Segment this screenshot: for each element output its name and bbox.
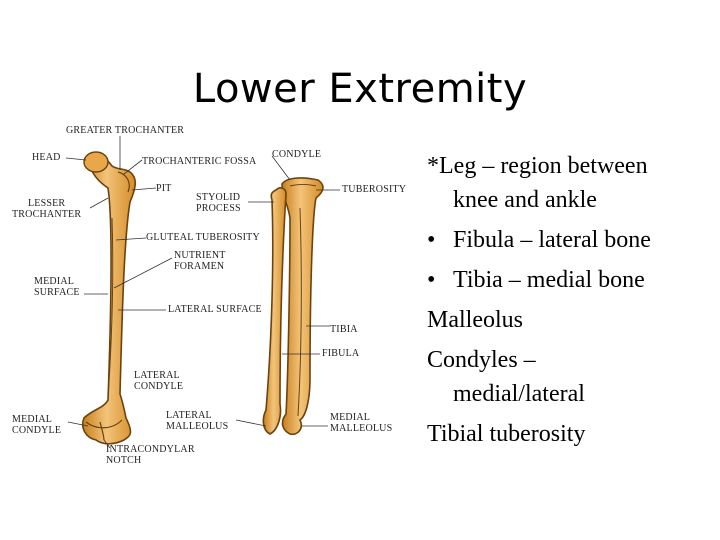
- label-condyle: CONDYLE: [272, 149, 322, 160]
- note-text: Tibial tuberosity: [427, 421, 586, 447]
- label-medial-condyle: MEDIAL CONDYLE: [12, 414, 62, 436]
- note-text: Fibula – lateral bone: [453, 227, 651, 253]
- label-lesser-trochanter: LESSER TROCHANTER: [12, 198, 82, 220]
- label-medial-surface: MEDIAL SURFACE: [34, 276, 80, 298]
- label-greater-trochanter: GREATER TROCHANTER: [66, 125, 185, 136]
- label-trochanteric-fossa: TROCHANTERIC FOSSA: [142, 156, 257, 167]
- femur-bone: [81, 151, 137, 445]
- bones-illustration: [65, 136, 340, 449]
- note-text: *Leg – region between: [427, 153, 648, 179]
- note-tibial-tuberosity: Tibial tuberosity: [427, 414, 717, 454]
- label-fibula: FIBULA: [322, 348, 360, 359]
- label-pit: PIT: [156, 183, 172, 194]
- label-tibia: TIBIA: [330, 324, 358, 335]
- leader-lines: [65, 136, 340, 449]
- note-malleolus: Malleolus: [427, 300, 717, 340]
- bullet-marker: •: [427, 267, 436, 293]
- note-condyles: Condyles – medial/lateral: [427, 340, 717, 414]
- note-text: Tibia – medial bone: [453, 267, 645, 293]
- label-lateral-malleolus: LATERAL MALLEOLUS: [166, 410, 229, 432]
- label-tuberosity: TUBEROSITY: [342, 184, 407, 195]
- leg-bones-diagram: GREATER TROCHANTER HEAD TROCHANTERIC FOS…: [0, 118, 420, 478]
- slide-title: Lower Extremity: [192, 66, 528, 112]
- label-styloid-process: STYOLID PROCESS: [196, 192, 241, 214]
- label-lateral-surface: LATERAL SURFACE: [168, 304, 262, 315]
- label-nutrient-foramen: NUTRIENT FORAMEN: [174, 250, 226, 272]
- label-gluteal-tuberosity: GLUTEAL TUBEROSITY: [146, 232, 260, 243]
- note-text: Condyles –: [427, 347, 536, 373]
- note-tibia: • Tibia – medial bone: [427, 260, 717, 300]
- fibula-bone: [262, 187, 287, 435]
- label-medial-malleolus: MEDIAL MALLEOLUS: [330, 412, 393, 434]
- note-fibula: • Fibula – lateral bone: [427, 220, 717, 260]
- bullet-marker: •: [427, 227, 436, 253]
- note-text-continued: knee and ankle: [453, 187, 597, 213]
- label-intercondylar-notch: INTRACONDYLAR NOTCH: [106, 444, 195, 466]
- note-text-continued: medial/lateral: [453, 381, 585, 407]
- tibia-bone: [281, 177, 324, 436]
- label-head: HEAD: [32, 152, 61, 163]
- note-leg-definition: *Leg – region between knee and ankle: [427, 146, 717, 220]
- note-text: Malleolus: [427, 307, 523, 333]
- notes-list: *Leg – region between knee and ankle • Fi…: [427, 146, 717, 454]
- label-lateral-condyle: LATERAL CONDYLE: [134, 370, 184, 392]
